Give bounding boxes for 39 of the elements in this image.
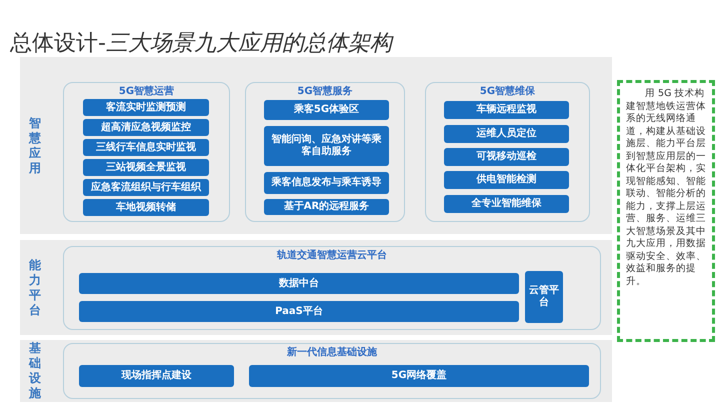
module-box: 基于AR的远程服务 xyxy=(264,199,389,215)
layer-band xyxy=(20,57,612,234)
page-title: 总体设计-三大场景九大应用的总体架构 xyxy=(10,30,392,58)
group-title: 新一代信息基础设施 xyxy=(287,345,377,359)
group-panel xyxy=(425,82,590,222)
module-box: 现场指挥点建设 xyxy=(79,365,234,387)
group-panel xyxy=(63,343,601,399)
group-title: 5G智慧服务 xyxy=(297,84,353,98)
module-box: 超高清应急视频监控 xyxy=(83,119,209,136)
group-title: 5G智慧维保 xyxy=(480,84,536,98)
layer-label: 能力平台 xyxy=(28,258,42,318)
module-box: 5G网络覆盖 xyxy=(249,365,589,387)
layer-label: 基础设施 xyxy=(28,341,42,401)
group-title: 轨道交通智慧运营云平台 xyxy=(277,248,387,262)
module-box: 云管平台 xyxy=(525,271,563,323)
module-box: 智能问询、应急对讲等乘客自助服务 xyxy=(264,126,389,166)
module-box: 乘客5G体验区 xyxy=(264,100,389,120)
module-box: 应急客流组织与行车组织 xyxy=(83,179,209,196)
group-title: 5G智慧运营 xyxy=(118,84,174,98)
module-box: 车地视频转储 xyxy=(83,199,209,216)
module-box: 数据中台 xyxy=(79,273,519,294)
note-box xyxy=(617,80,715,342)
layer-band xyxy=(20,340,612,402)
module-box: 客流实时监测预测 xyxy=(83,99,209,116)
group-panel xyxy=(63,82,230,222)
module-box: 运维人员定位 xyxy=(444,125,569,143)
layer-label: 智慧应用 xyxy=(28,116,42,176)
module-box: 可视移动巡检 xyxy=(444,148,569,166)
module-box: 全专业智能维保 xyxy=(444,195,569,213)
module-box: 乘客信息发布与乘车诱导 xyxy=(264,172,389,194)
module-box: 三站视频全景监视 xyxy=(83,159,209,176)
note-text: 用 5G 技术构建智慧地铁运营体系的无线网络通道，构建从基础设施层、能力平台层到智慧应用层的一体化平台架构，实现智能感知、智能联动、智能分析的能力，支撑上层运营、服务、运维三大智慧场景及其中九大应用，用数据驱动安全、效率、效益和服务的提升。 xyxy=(626,88,706,288)
module-box: 三线行车信息实时监视 xyxy=(83,139,209,156)
module-box: 供电智能检测 xyxy=(444,171,569,189)
module-box: 车辆远程监视 xyxy=(444,101,569,119)
layer-band xyxy=(20,240,612,335)
group-panel xyxy=(63,246,601,330)
module-box: PaaS平台 xyxy=(79,301,519,322)
group-panel xyxy=(245,82,405,222)
